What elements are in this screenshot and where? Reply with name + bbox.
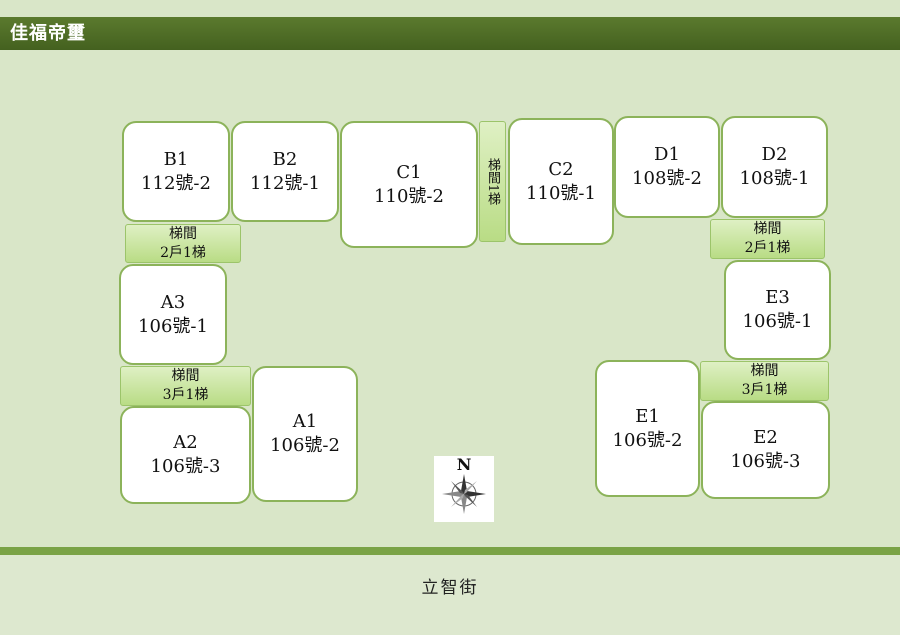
street-boundary: [0, 547, 900, 555]
stairwell-label: 梯間: [169, 225, 197, 242]
stairwell-left-upper: 梯間 2戶1梯: [125, 224, 241, 263]
unit-c2[interactable]: C2 110號-1: [508, 118, 614, 245]
stairwell-right-upper: 梯間 2戶1梯: [710, 219, 825, 259]
unit-number: 106號-3: [730, 451, 801, 472]
unit-number: 106號-2: [270, 435, 340, 456]
unit-label: A3: [160, 291, 186, 313]
street-name: 立智街: [421, 578, 479, 598]
unit-number: 112號-2: [141, 172, 211, 194]
unit-label: A1: [292, 411, 318, 432]
stairwell-label: 梯間1梯: [485, 157, 500, 206]
unit-a2[interactable]: A2 106號-3: [120, 406, 251, 504]
unit-number: 108號-2: [632, 168, 702, 189]
unit-label: A2: [173, 432, 198, 453]
unit-label: D1: [654, 144, 680, 165]
compass-rose-icon: [442, 474, 486, 514]
unit-e1[interactable]: E1 106號-2: [595, 360, 700, 497]
unit-label: B1: [163, 148, 189, 170]
unit-d2[interactable]: D2 108號-1: [721, 116, 828, 218]
unit-b2[interactable]: B2 112號-1: [231, 121, 339, 222]
unit-number: 106號-1: [742, 311, 813, 332]
unit-number: 110號-2: [374, 185, 444, 207]
unit-b1[interactable]: B1 112號-2: [122, 121, 230, 222]
unit-label: E2: [753, 427, 778, 448]
page-title: 佳福帝璽: [0, 17, 900, 50]
stairwell-label: 梯間: [753, 221, 782, 237]
stairwell-count: 2戶1梯: [744, 240, 791, 256]
stairwell-left-lower: 梯間 3戶1梯: [120, 366, 251, 406]
stairwell-right-lower: 梯間 3戶1梯: [700, 361, 829, 401]
unit-e3[interactable]: E3 106號-1: [724, 260, 831, 360]
unit-e2[interactable]: E2 106號-3: [701, 401, 830, 499]
unit-d1[interactable]: D1 108號-2: [614, 116, 720, 218]
stairwell-count: 2戶1梯: [160, 244, 206, 261]
stairwell-label: 梯間: [750, 363, 779, 379]
unit-label: C2: [548, 158, 574, 180]
stairwell-count: 3戶1梯: [741, 382, 788, 398]
compass: N: [434, 456, 494, 522]
compass-north-label: N: [456, 455, 472, 474]
unit-label: B2: [272, 148, 298, 170]
unit-a1[interactable]: A1 106號-2: [252, 366, 358, 502]
unit-label: E3: [765, 287, 790, 308]
stairwell-label: 梯間: [171, 368, 200, 384]
unit-number: 106號-2: [612, 429, 683, 451]
unit-number: 106號-3: [150, 456, 221, 477]
stairwell-count: 3戶1梯: [162, 387, 209, 403]
unit-number: 112號-1: [250, 172, 320, 194]
stairwell-center: 梯間1梯: [479, 121, 506, 242]
street-area: [0, 555, 900, 635]
unit-number: 110號-1: [526, 182, 596, 204]
unit-label: C1: [396, 161, 422, 183]
unit-c1[interactable]: C1 110號-2: [340, 121, 478, 248]
unit-label: E1: [635, 405, 660, 427]
unit-a3[interactable]: A3 106號-1: [119, 264, 227, 365]
unit-number: 108號-1: [739, 168, 810, 189]
unit-label: D2: [761, 144, 788, 165]
unit-number: 106號-1: [138, 315, 208, 337]
